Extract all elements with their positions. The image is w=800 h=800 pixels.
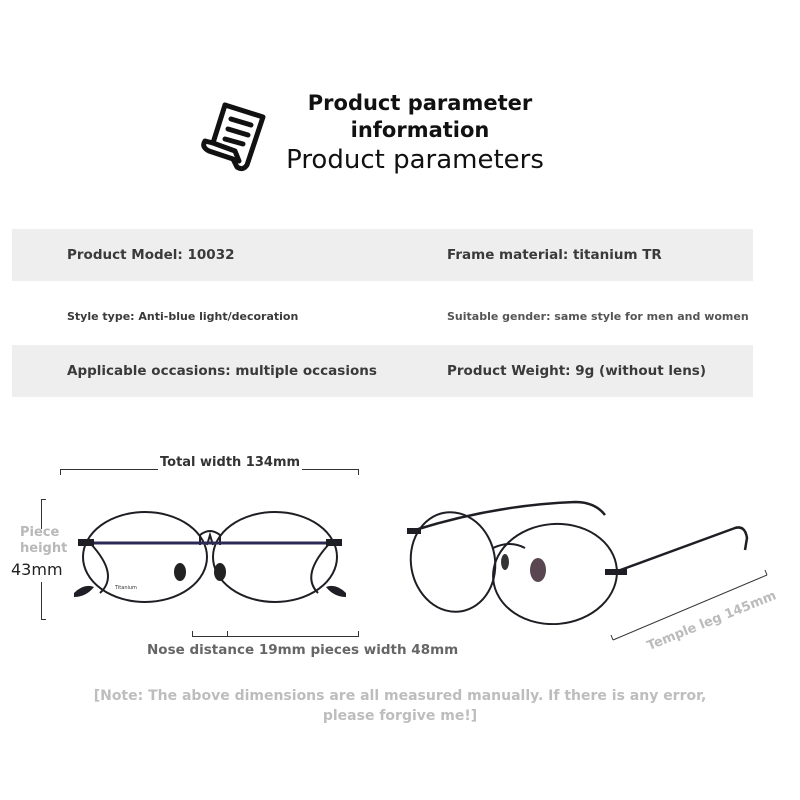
- product-weight: Product Weight: 9g (without lens): [447, 363, 707, 379]
- piece-height-label: Piece height: [20, 525, 67, 557]
- bracket-tick: [227, 631, 228, 637]
- header: Product parameter information Product pa…: [0, 0, 800, 200]
- glasses-angled-image: [407, 500, 749, 625]
- nose-piece-label: Nose distance 19mm pieces width 48mm: [147, 642, 459, 658]
- nose-piece-bracket: [192, 636, 359, 637]
- suitable-gender: Suitable gender: same style for men and …: [447, 309, 749, 323]
- page-subtitle: Product parameters: [286, 145, 544, 175]
- bracket-tick: [60, 469, 61, 475]
- piece-label-line1: Piece: [20, 525, 60, 540]
- piece-height-bracket: [41, 582, 42, 620]
- piece-height-bracket: [41, 499, 42, 529]
- total-width-label: Total width 134mm: [158, 455, 303, 470]
- product-model: Product Model: 10032: [67, 247, 235, 263]
- applicable-occasions: Applicable occasions: multiple occasions: [67, 363, 377, 379]
- bracket-tick: [41, 619, 46, 620]
- title-line-2: information: [350, 118, 490, 142]
- frame-imprint: Titanium: [114, 585, 137, 591]
- parameter-row: Style type: Anti-blue light/decoration S…: [12, 290, 753, 342]
- frame-material: Frame material: titanium TR: [447, 247, 662, 263]
- document-scroll-icon: [201, 102, 266, 172]
- bracket-tick: [358, 631, 359, 637]
- measurement-note: [Note: The above dimensions are all meas…: [93, 688, 707, 724]
- bracket-tick: [192, 631, 193, 637]
- title-line-1: Product parameter: [307, 91, 533, 115]
- parameter-row: Applicable occasions: multiple occasions…: [12, 345, 753, 397]
- glasses-front-image: Titanium: [74, 511, 346, 603]
- temple-leg-bracket: [610, 570, 768, 641]
- bracket-tick: [41, 499, 46, 500]
- style-type: Style type: Anti-blue light/decoration: [67, 309, 299, 323]
- piece-height-value: 43mm: [11, 560, 63, 579]
- bracket-tick: [358, 469, 359, 475]
- piece-label-line2: height: [20, 541, 68, 556]
- parameter-row: Product Model: 10032 Frame material: tit…: [12, 229, 753, 281]
